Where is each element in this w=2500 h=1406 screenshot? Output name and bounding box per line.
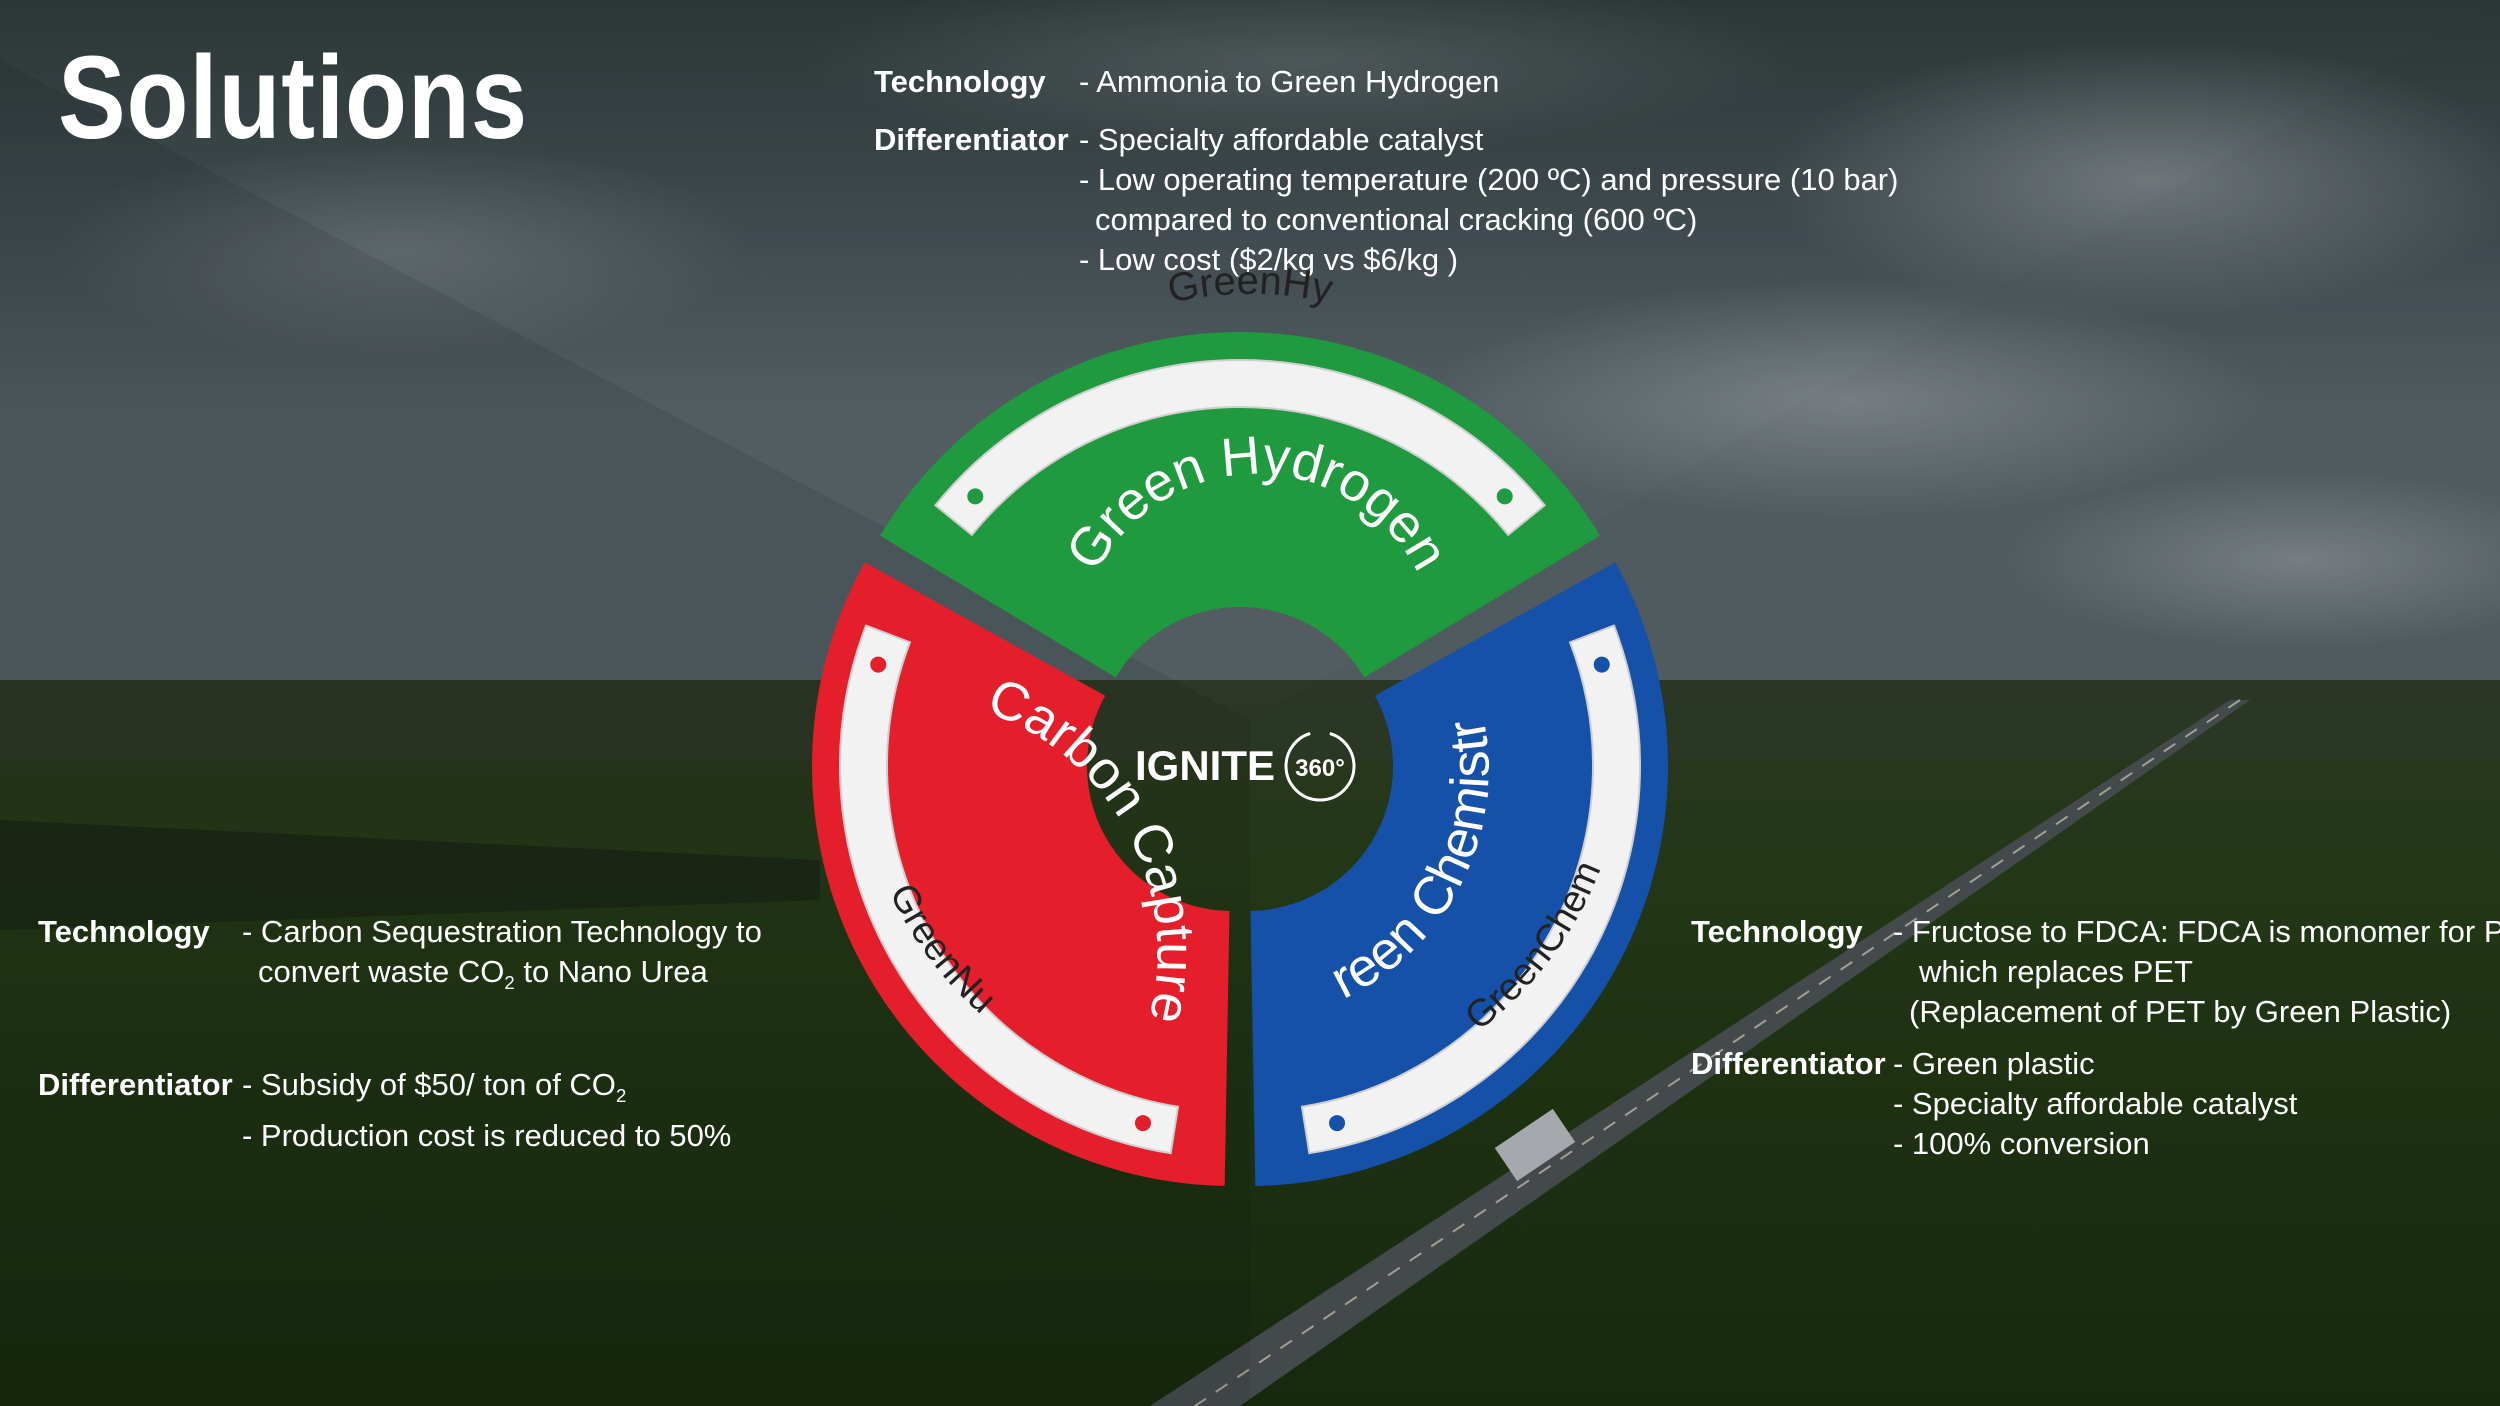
carbon-capture-segment-fill (812, 562, 1230, 1186)
differentiator-list: - Subsidy of $50/ ton of CO2 - Productio… (242, 1065, 731, 1156)
center-logo: IGNITE 360° (1135, 730, 1356, 802)
differentiator-item: - Green plastic (1893, 1046, 2095, 1081)
differentiator-list: - Specialty affordable catalyst - Low op… (1079, 120, 1898, 280)
technology-label: Technology (874, 64, 1046, 99)
differentiator-item: compared to conventional cracking (600 º… (1095, 202, 1698, 237)
differentiator-item: - Subsidy of $50/ ton of CO2 (242, 1067, 627, 1107)
green-chemistry-segment (1250, 562, 1668, 1186)
differentiator-label: Differentiator (874, 122, 1069, 157)
band-dot (967, 488, 984, 505)
green-chemistry-info: Technology - Fructose to FDCA: FDCA is m… (1691, 912, 2500, 1164)
page-title: Solutions (58, 32, 529, 164)
differentiator-item: - Low operating temperature (200 ºC) and… (1079, 162, 1899, 197)
band-dot (870, 656, 887, 673)
technology-list: - Fructose to FDCA: FDCA is monomer for … (1893, 912, 2500, 1032)
greenhy-tag: GreenHy (1164, 259, 1336, 312)
carbon-capture-segment (812, 562, 1230, 1186)
technology-label: Technology (38, 914, 210, 949)
green-hydrogen-info: Technology - Ammonia to Green Hydrogen D… (874, 62, 1898, 280)
ignite-label: IGNITE (1135, 742, 1275, 789)
band-dot (1329, 1115, 1346, 1132)
differentiator-item: - Specialty affordable catalyst (1079, 122, 1484, 157)
differentiator-label: Differentiator (1691, 1046, 1886, 1081)
differentiator-item: - Specialty affordable catalyst (1893, 1086, 2298, 1121)
technology-line: - Fructose to FDCA: FDCA is monomer for … (1893, 914, 2500, 949)
band-dot (1134, 1115, 1151, 1132)
carbon-capture-info: Technology - Carbon Sequestration Techno… (38, 912, 762, 1156)
green-chemistry-segment-fill (1250, 562, 1668, 1186)
green-hydrogen-segment-band (933, 359, 1547, 537)
technology-line: convert waste CO2 to Nano Urea (258, 954, 708, 994)
differentiator-list: - Green plastic - Specialty affordable c… (1893, 1044, 2297, 1164)
differentiator-item: - Production cost is reduced to 50% (242, 1118, 732, 1154)
band-dot (1593, 656, 1610, 673)
differentiator-label: Differentiator (38, 1067, 233, 1103)
technology-line: (Replacement of PET by Green Plastic) (1909, 994, 2452, 1029)
band-dot (1496, 488, 1513, 505)
differentiator-item: - Low cost ($2/kg vs $6/kg ) (1079, 242, 1459, 277)
green-hydrogen-segment (879, 332, 1601, 678)
technology-line: which replaces PET (1919, 954, 2193, 989)
badge-360: 360° (1295, 755, 1345, 782)
technology-text: - Ammonia to Green Hydrogen (1079, 64, 1500, 99)
ring-360-icon (1284, 730, 1356, 802)
wheel-segments (812, 332, 1668, 1186)
green-chemistry-segment-band (1300, 624, 1641, 1155)
technology-label: Technology (1691, 914, 1863, 949)
technology-text: - Carbon Sequestration Technology to con… (242, 912, 762, 1003)
differentiator-item: - 100% conversion (1893, 1126, 2150, 1161)
technology-line: - Carbon Sequestration Technology to (242, 914, 762, 949)
carbon-capture-segment-band (839, 624, 1180, 1155)
